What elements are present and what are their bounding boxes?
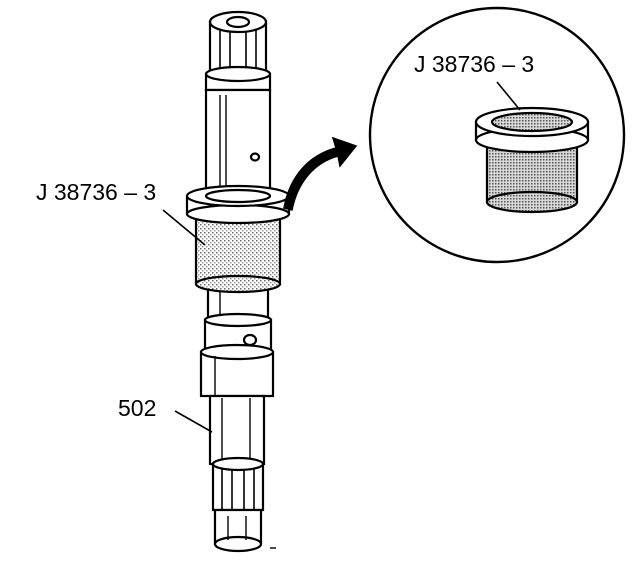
tool-on-shaft [185, 184, 291, 294]
leader-line-tool [162, 209, 206, 246]
callout-shaft: 502 [118, 395, 156, 421]
tool-detail [474, 106, 590, 214]
shaft-bottom-spline [211, 456, 276, 553]
detail-arrow [283, 136, 358, 211]
callout-tool-in-detail: J 38736 – 3 [414, 51, 534, 77]
callout-tool-on-shaft: J 38736 – 3 [36, 179, 156, 205]
leader-line-shaft [174, 410, 213, 433]
leader-line-detail [496, 81, 521, 111]
detail-view [368, 6, 626, 264]
shaft-top-spline [208, 10, 268, 76]
shaft-upper-body [204, 65, 272, 202]
shaft-lower-body [199, 280, 275, 466]
